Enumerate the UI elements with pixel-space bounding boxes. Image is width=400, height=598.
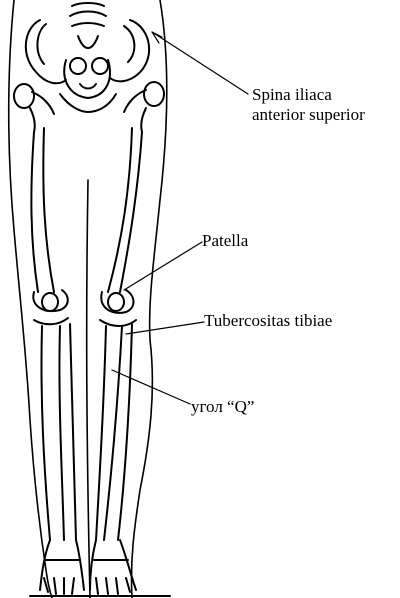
label-patella: Patella	[202, 231, 249, 250]
right-femur	[107, 81, 165, 293]
knee-joints	[32, 289, 137, 327]
leader-lines	[111, 31, 249, 405]
label-tuberositas: Tubercositas tibiae	[204, 311, 333, 330]
lower-legs	[40, 323, 133, 541]
pelvis	[24, 2, 151, 113]
label-spina-iliaca-line1: Spina iliaca	[252, 85, 332, 104]
label-spina-iliaca-line2: anterior superior	[252, 105, 365, 124]
label-spina-iliaca: Spina iliaca anterior superior	[252, 85, 365, 125]
label-q-angle: угол “Q”	[191, 397, 255, 416]
left-femur	[13, 83, 55, 293]
feet	[29, 539, 171, 597]
body-outline	[7, 0, 168, 598]
